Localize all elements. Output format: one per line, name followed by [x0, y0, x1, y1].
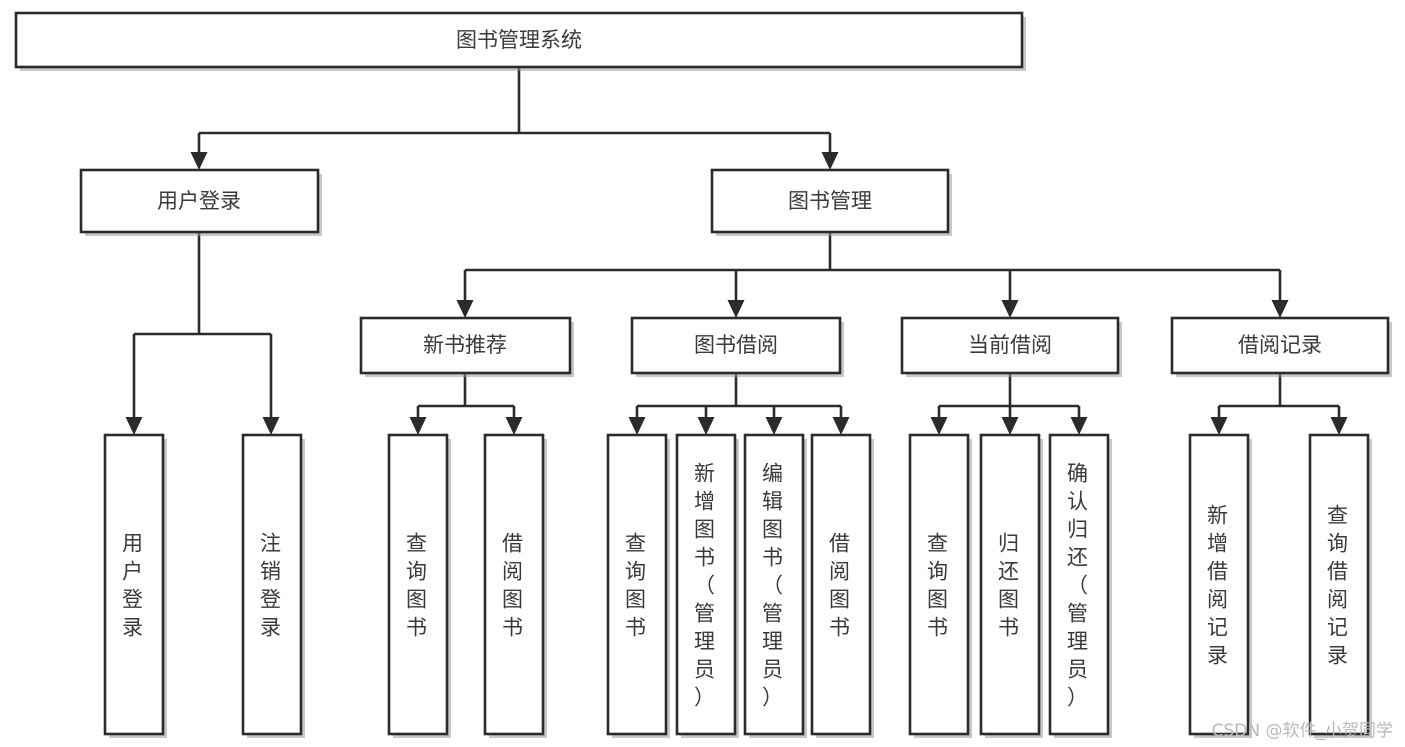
leaf-borrow-book-rec-rect	[483, 433, 545, 736]
leaf-add-book-admin-rect	[675, 433, 737, 736]
arrowhead-leaf-add-borrow-record	[1210, 417, 1228, 435]
leaf-node[interactable]: 查询图书	[606, 433, 670, 738]
leaf-node[interactable]: 借阅图书	[483, 433, 547, 738]
arrowhead-user-login	[190, 152, 208, 170]
arrowhead-leaf-query-borrow-record	[1330, 417, 1348, 435]
arrowhead-leaf-query-book-borrow	[628, 417, 646, 435]
arrowhead-leaf-logout	[262, 417, 280, 435]
node-new-book-rec[interactable]: 新书推荐	[359, 316, 574, 377]
arrowhead-borrow-record	[1271, 300, 1289, 318]
leaf-node[interactable]: 确认归还（管理员）	[1048, 433, 1112, 738]
borrow-record-rect	[1170, 316, 1390, 375]
current-borrow-rect	[900, 316, 1120, 375]
arrowhead-leaf-return-book	[1001, 417, 1019, 435]
leaf-node[interactable]: 归还图书	[979, 433, 1043, 738]
leaf-node[interactable]: 新增图书（管理员）	[675, 433, 739, 738]
node-user-login[interactable]: 用户登录	[79, 168, 322, 236]
leaf-user-login-rect	[103, 433, 165, 736]
node-book-manage[interactable]: 图书管理	[710, 168, 952, 236]
book-manage-rect	[710, 168, 950, 234]
leaf-return-book-label: 归还图书	[998, 532, 1022, 640]
arrowhead-current-borrow	[1001, 300, 1019, 318]
book-borrow-label: 图书借阅	[694, 333, 778, 357]
arrowhead-leaf-edit-book-admin	[765, 417, 783, 435]
user-login-rect	[79, 168, 320, 234]
arrowhead-book-manage	[821, 152, 839, 170]
book-manage-label: 图书管理	[788, 189, 872, 213]
arrowhead-leaf-borrow-book-rec	[505, 417, 523, 435]
leaf-edit-book-admin-rect	[743, 433, 805, 736]
leaf-logout-label: 注销登录	[260, 532, 284, 640]
leaf-node[interactable]: 编辑图书（管理员）	[743, 433, 807, 738]
leaf-query-book-current-label: 查询图书	[927, 532, 951, 640]
user-login-label: 用户登录	[157, 189, 241, 213]
leaf-query-book-rec-rect	[387, 433, 449, 736]
arrowhead-leaf-user-login	[125, 417, 143, 435]
root-rect	[14, 11, 1024, 69]
leaf-borrow-book-rect	[810, 433, 872, 736]
node-root[interactable]: 图书管理系统	[14, 11, 1026, 71]
arrowhead-leaf-borrow-book	[832, 417, 850, 435]
arrowhead-book-borrow	[727, 300, 745, 318]
leaf-node[interactable]: 用户登录	[103, 433, 167, 738]
leaf-node[interactable]: 借阅图书	[810, 433, 874, 738]
arrowhead-new-book-rec	[456, 300, 474, 318]
leaf-query-borrow-record-rect	[1308, 433, 1370, 736]
leaf-query-book-borrow-rect	[606, 433, 668, 736]
leaf-confirm-return-admin-rect	[1048, 433, 1110, 736]
borrow-record-label: 借阅记录	[1238, 333, 1322, 357]
arrowhead-leaf-query-book-rec	[409, 417, 427, 435]
leaf-node[interactable]: 查询图书	[908, 433, 972, 738]
new-book-rec-label: 新书推荐	[423, 333, 507, 357]
leaf-node[interactable]: 查询图书	[387, 433, 451, 738]
leaf-query-book-current-rect	[908, 433, 970, 736]
arrowhead-leaf-add-book-admin	[697, 417, 715, 435]
arrowhead-leaf-query-book-current	[930, 417, 948, 435]
node-borrow-record[interactable]: 借阅记录	[1170, 316, 1392, 377]
leaf-borrow-book-rec-label: 借阅图书	[502, 532, 526, 640]
leaf-logout-rect	[241, 433, 303, 736]
leaf-layer: 用户登录 注销登录 查询图书 借阅图书 查询图书 新增图书（管理员） 编辑图书（管理员） 借阅…	[103, 433, 1372, 738]
leaf-add-borrow-record-label: 新增借阅记录	[1207, 504, 1231, 668]
root-label: 图书管理系统	[456, 28, 582, 52]
leaf-borrow-book-label: 借阅图书	[829, 532, 853, 640]
watermark: CSDN @软件_小贺同学	[1211, 721, 1393, 741]
leaf-return-book-rect	[979, 433, 1041, 736]
leaf-user-login-label: 用户登录	[122, 532, 146, 640]
leaf-add-borrow-record-rect	[1188, 433, 1250, 736]
leaf-confirm-return-admin-label: 确认归还（管理员）	[1067, 462, 1091, 710]
leaf-node[interactable]: 注销登录	[241, 433, 305, 738]
leaf-query-book-rec-label: 查询图书	[406, 532, 430, 640]
leaf-query-borrow-record-label: 查询借阅记录	[1327, 504, 1351, 668]
arrowhead-leaf-confirm-return-admin	[1070, 417, 1088, 435]
new-book-rec-rect	[359, 316, 572, 375]
node-book-borrow[interactable]: 图书借阅	[630, 316, 844, 377]
current-borrow-label: 当前借阅	[968, 333, 1052, 357]
leaf-add-book-admin-label: 新增图书（管理员）	[694, 462, 718, 710]
leaf-node[interactable]: 新增借阅记录	[1188, 433, 1252, 738]
node-current-borrow[interactable]: 当前借阅	[900, 316, 1122, 377]
leaf-node[interactable]: 查询借阅记录	[1308, 433, 1372, 738]
leaf-edit-book-admin-label: 编辑图书（管理员）	[762, 462, 786, 710]
connector-layer	[125, 67, 1348, 435]
leaf-query-book-borrow-label: 查询图书	[625, 532, 649, 640]
book-borrow-rect	[630, 316, 842, 375]
